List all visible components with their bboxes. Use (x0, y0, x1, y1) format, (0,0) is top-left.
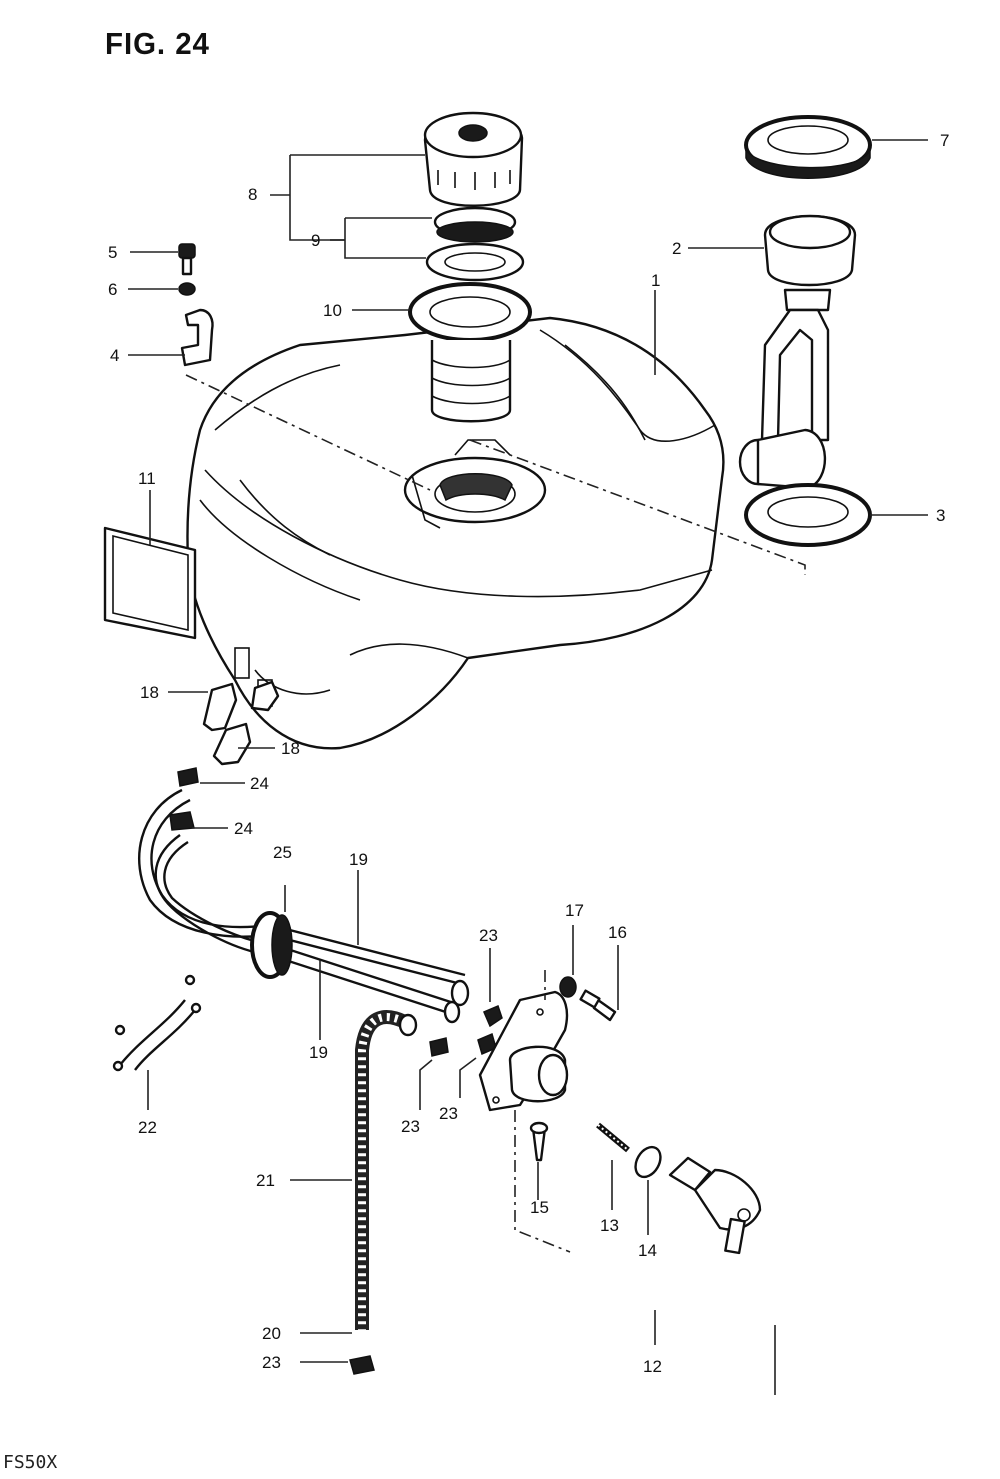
callout-5: 5 (108, 243, 117, 262)
cushion-pad (103, 526, 197, 640)
bracket (180, 308, 214, 367)
callout-4: 4 (110, 346, 119, 365)
callout-23d: 23 (262, 1353, 281, 1372)
callout-12: 12 (643, 1357, 662, 1376)
washer (178, 282, 196, 296)
callout-9: 9 (311, 231, 320, 250)
callout-23c: 23 (439, 1104, 458, 1123)
callout-21: 21 (256, 1171, 275, 1190)
callout-1: 1 (651, 271, 660, 290)
cotter-pin (529, 1121, 549, 1162)
hose-joints (202, 680, 280, 766)
callout-15: 15 (530, 1198, 549, 1217)
screw-washer (559, 976, 577, 998)
callout-14: 14 (638, 1241, 657, 1260)
vent-hose (355, 1010, 418, 1330)
callout-19a: 19 (349, 850, 368, 869)
fuel-gauge-unit (738, 214, 857, 490)
hose-clamps-23 (349, 1004, 503, 1375)
figure-title: FIG. 24 (105, 26, 210, 61)
callout-3: 3 (936, 506, 945, 525)
callout-7: 7 (940, 131, 949, 150)
callout-22: 22 (138, 1118, 157, 1137)
callout-23a: 23 (479, 926, 498, 945)
callout-10: 10 (323, 301, 342, 320)
hose-clips (169, 767, 199, 831)
callout-11: 11 (138, 469, 156, 488)
callout-24a: 24 (250, 774, 269, 793)
callout-16: 16 (608, 923, 627, 942)
gauge-gasket (744, 483, 872, 547)
fuel-cock-body (478, 990, 569, 1112)
bolt (178, 243, 196, 276)
o-ring (634, 1145, 662, 1179)
grommet (250, 911, 293, 979)
callout-8: 8 (248, 185, 257, 204)
callout-2: 2 (672, 239, 681, 258)
callout-18a: 18 (140, 683, 159, 702)
callout-13: 13 (600, 1216, 619, 1235)
fuel-cock-lever (668, 1156, 762, 1255)
filler-neck-ring (408, 282, 532, 423)
callout-25: 25 (273, 843, 292, 862)
callout-24b: 24 (234, 819, 253, 838)
filler-cap (423, 111, 524, 207)
callout-6: 6 (108, 280, 117, 299)
callout-23b: 23 (401, 1117, 420, 1136)
model-code: FS50X (3, 1452, 58, 1473)
callout-numbers: 1 2 3 4 5 6 7 8 9 10 11 12 13 14 15 16 1… (108, 131, 949, 1376)
gauge-retaining-ring (744, 115, 872, 179)
hose-clamp-22 (112, 974, 202, 1072)
callout-20: 20 (262, 1324, 281, 1343)
cap-gaskets (425, 206, 525, 282)
leader-lines (128, 139, 928, 1395)
lever-screw (579, 989, 617, 1022)
fuel-tank (186, 316, 725, 750)
callout-17: 17 (565, 901, 584, 920)
callout-18b: 18 (281, 739, 300, 758)
fuel-cock-spring (596, 1122, 630, 1153)
callout-19b: 19 (309, 1043, 328, 1062)
fuel-hoses (137, 788, 470, 1024)
